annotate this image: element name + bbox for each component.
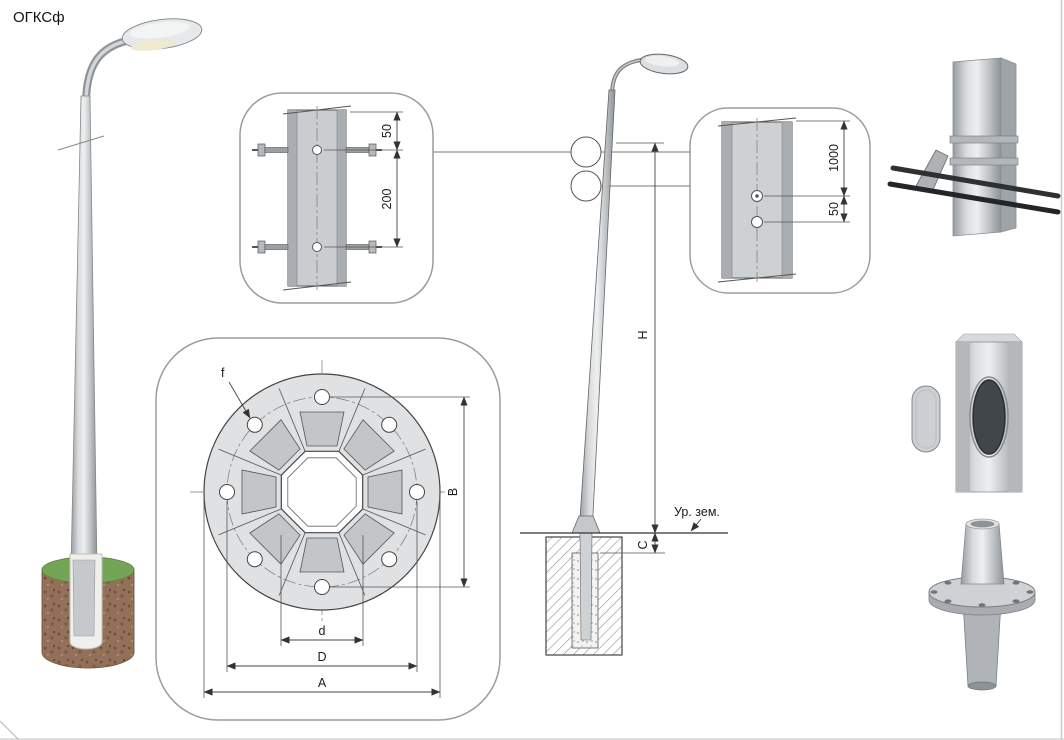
column-facet-left xyxy=(956,342,970,492)
fixing-hole-center xyxy=(755,194,759,198)
mount-hole-callout: 1000 50 xyxy=(689,107,871,294)
column-facet-right xyxy=(1008,342,1022,492)
flange-plan-callout: f B d D A xyxy=(155,337,501,721)
octagon-hole xyxy=(280,450,364,534)
grounding-rod xyxy=(887,181,1061,215)
dim-label-d: d xyxy=(319,624,326,638)
gusset-plates xyxy=(241,411,403,573)
dim-label-C: C xyxy=(636,540,650,549)
ground-level-arrow xyxy=(690,518,702,532)
dim-label-D: D xyxy=(317,650,326,664)
radial-seams xyxy=(218,388,426,596)
handhole-opening xyxy=(972,379,1006,455)
pole-3d-render xyxy=(41,18,203,669)
luminaire-glow xyxy=(130,39,177,51)
handhole-rim xyxy=(969,376,1009,458)
bolt-hole xyxy=(312,242,322,252)
pole-break-mark xyxy=(57,135,105,151)
pole-base-flare xyxy=(571,515,601,534)
clamp-band xyxy=(949,157,1019,166)
handhole-3d-render xyxy=(911,333,1023,493)
foundation-section xyxy=(545,515,623,656)
pole-embedded-part xyxy=(579,532,593,641)
luminaire xyxy=(639,53,689,75)
pole-arm-highlight xyxy=(84,38,132,106)
f-leader-line xyxy=(228,381,251,419)
top-connection-callout: 50 200 xyxy=(239,92,434,304)
pole-embedded-part xyxy=(72,559,96,637)
clamp-band xyxy=(949,135,1019,144)
pole-section-edge-left xyxy=(722,122,732,278)
dim-label-1000: 1000 xyxy=(827,144,841,172)
bolt xyxy=(252,143,289,157)
grounding-clamp-3d-render xyxy=(887,57,1061,237)
column-top-face xyxy=(955,333,1023,343)
dim-label-50: 50 xyxy=(827,202,841,216)
detail-marker-circle xyxy=(570,170,602,202)
flange-bolt-holes xyxy=(219,389,425,595)
handhole-cover xyxy=(911,385,941,453)
foundation-3d xyxy=(41,553,135,669)
upper-tube-bore xyxy=(970,520,995,528)
pole-elevation-drawing: H C Ур. зем. xyxy=(520,53,728,656)
octagon-inner-wall xyxy=(287,457,357,527)
column-front-face xyxy=(952,57,1002,237)
pole-arm-highlight xyxy=(611,59,642,93)
dim-label-H: H xyxy=(636,330,650,339)
page-title: ОГКСф xyxy=(13,9,65,26)
detail-marker-circle xyxy=(570,136,602,168)
pole-shaft xyxy=(70,95,98,569)
lower-tube-end xyxy=(967,681,997,691)
handhole-cover-inner xyxy=(915,389,937,449)
ground-level-label: Ур. зем. xyxy=(674,505,720,519)
grounding-rod xyxy=(890,165,1061,199)
bolt-hole xyxy=(312,145,322,155)
upper-tube xyxy=(960,523,1005,585)
fixing-hole xyxy=(751,216,763,228)
luminaire xyxy=(121,18,203,51)
dim-label-A: A xyxy=(318,676,327,690)
flange-3d-render xyxy=(928,518,1036,691)
dim-label-f: f xyxy=(221,366,225,380)
pole-shaft xyxy=(578,89,616,534)
dim-label-B: B xyxy=(446,488,460,496)
dim-label-50: 50 xyxy=(380,124,394,138)
bolt xyxy=(252,240,289,254)
pole-section-edge-left xyxy=(288,110,297,286)
pole-section-edge-right xyxy=(782,122,792,278)
dim-label-200: 200 xyxy=(380,189,394,210)
sheet-corner-mark xyxy=(0,720,20,740)
pole-section-edge-right xyxy=(337,110,346,286)
